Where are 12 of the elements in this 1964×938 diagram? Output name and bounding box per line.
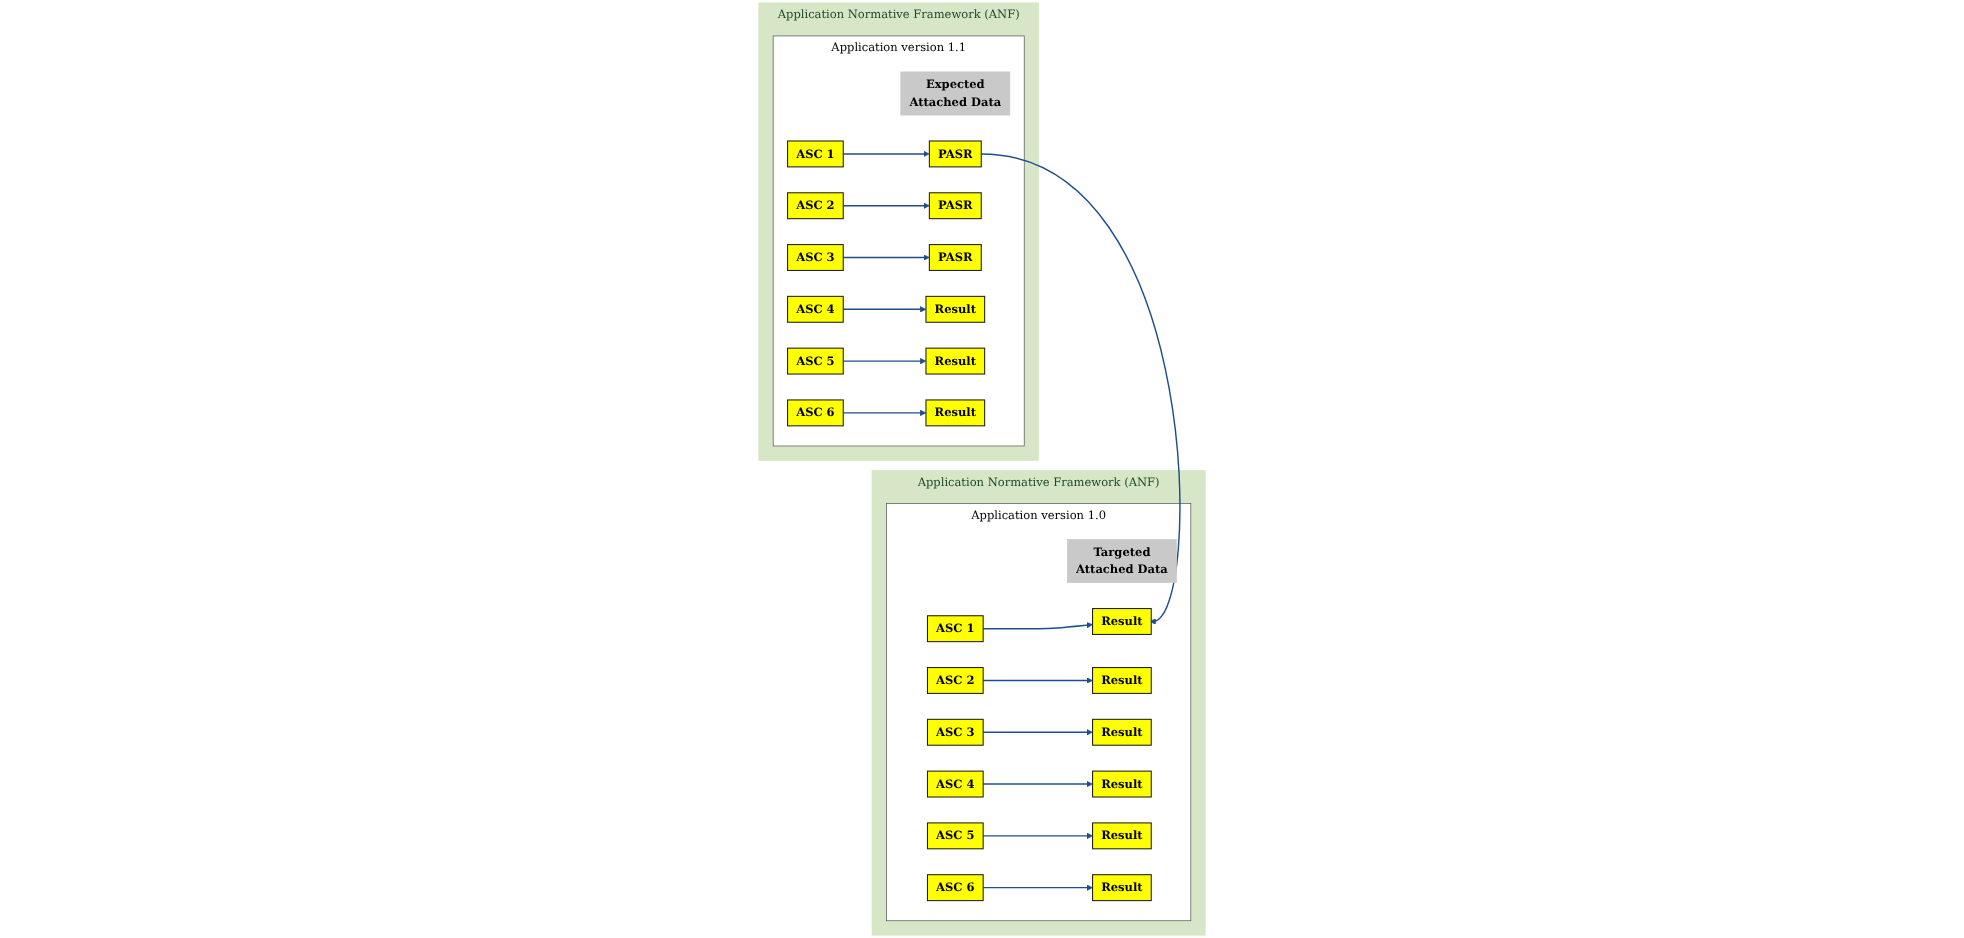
arrow [842,357,927,365]
arrow [842,409,927,417]
arrow [982,622,1093,630]
arrow [842,202,930,209]
arrow [982,729,1093,736]
arrow [982,832,1093,839]
arrow [982,780,1093,788]
arrow [982,677,1093,684]
arrow [842,306,927,313]
arrow [842,254,930,261]
arrow [982,884,1093,891]
arrow [842,150,930,158]
